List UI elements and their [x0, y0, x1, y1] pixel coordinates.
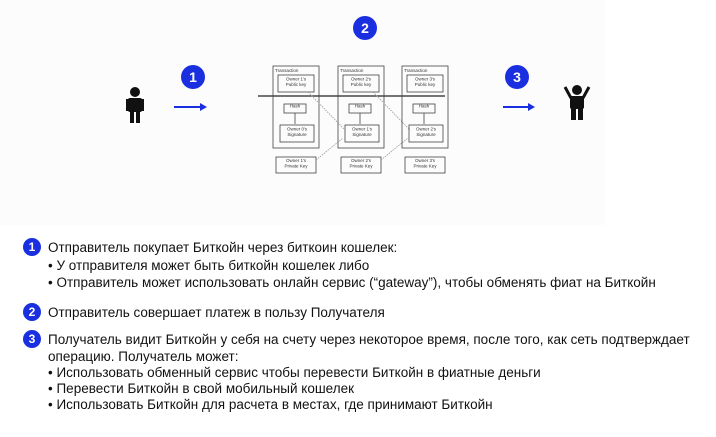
arrow-icon	[503, 103, 535, 111]
private-key-box-label: Private Key	[413, 163, 437, 168]
step-1-text: Отправитель покупает Биткойн через битко…	[48, 240, 398, 255]
transaction-box	[401, 65, 449, 149]
step-1-bullet: • Отправитель может использовать онлайн …	[48, 275, 656, 290]
step-badge-1: 1	[181, 65, 205, 89]
public-key-box-label: Public key	[351, 82, 372, 87]
step-3-text: операцию. Получатель может:	[48, 349, 239, 364]
public-key-box	[277, 74, 315, 93]
private-key-box	[275, 156, 317, 174]
public-key-box-label: Public key	[415, 82, 436, 87]
step-badge-1: 1	[23, 238, 41, 256]
step-badge-3: 3	[23, 330, 41, 348]
private-key-box-label: Owner 2's	[351, 158, 372, 163]
private-key-box-label: Private Key	[284, 163, 308, 168]
signature-box-label: Signature	[416, 132, 436, 137]
step-badge-3: 3	[505, 65, 529, 89]
private-key-box	[340, 156, 382, 174]
transaction-label: Transaction	[275, 68, 299, 73]
step-badge-2: 2	[353, 16, 377, 40]
private-key-box	[404, 156, 446, 174]
public-key-box	[342, 74, 380, 93]
public-key-box-label: Owner 1's	[286, 76, 307, 81]
step-3-text: Получатель видит Биткойн у себя на счету…	[48, 332, 690, 347]
private-key-box-label: Owner 3's	[415, 158, 436, 163]
signature-box	[279, 124, 315, 143]
signature-box-label: Owner 2's	[416, 126, 437, 131]
hash-box-label: Hash	[290, 104, 301, 109]
dashed-link	[380, 137, 409, 161]
dashed-link	[372, 91, 411, 131]
hash-box-label: Hash	[355, 104, 366, 109]
sender-person-icon	[126, 87, 144, 123]
public-key-box-label: Owner 3's	[415, 76, 436, 81]
step-badge-2: 2	[23, 303, 41, 321]
signature-box-label: Signature	[352, 132, 372, 137]
hash-box-label: Hash	[419, 104, 430, 109]
transaction-label: Transaction	[340, 68, 364, 73]
arrow-icon	[174, 103, 207, 111]
signature-box	[344, 124, 380, 143]
private-key-box-label: Owner 1's	[286, 158, 307, 163]
signature-box-label: Owner 1's	[352, 126, 373, 131]
step-1-bullet: • У отправителя может быть биткойн кошел…	[48, 258, 370, 273]
step-2-text: Отправитель совершает платеж в пользу По…	[48, 305, 385, 320]
private-key-box-label: Private Key	[349, 163, 373, 168]
step-3-bullet: • Перевести Биткойн в свой мобильный кош…	[48, 381, 355, 396]
public-key-box-label: Public key	[286, 82, 307, 87]
signature-box	[408, 124, 444, 143]
dashed-link	[315, 137, 344, 161]
step-3-bullet: • Использовать обменный сервис чтобы пер…	[48, 365, 541, 380]
transaction-box	[337, 65, 385, 149]
transaction-label: Transaction	[404, 68, 428, 73]
public-key-box-label: Owner 2's	[351, 76, 372, 81]
signature-box-label: Owner 0's	[287, 126, 308, 131]
transaction-box	[272, 65, 320, 149]
receiver-person-icon	[563, 85, 591, 120]
dashed-link	[307, 91, 346, 131]
step-3-bullet: • Использовать Биткойн для расчета в мес…	[48, 397, 493, 412]
diagram-background	[0, 0, 605, 225]
public-key-box	[406, 74, 444, 93]
signature-box-label: Signature	[287, 132, 307, 137]
